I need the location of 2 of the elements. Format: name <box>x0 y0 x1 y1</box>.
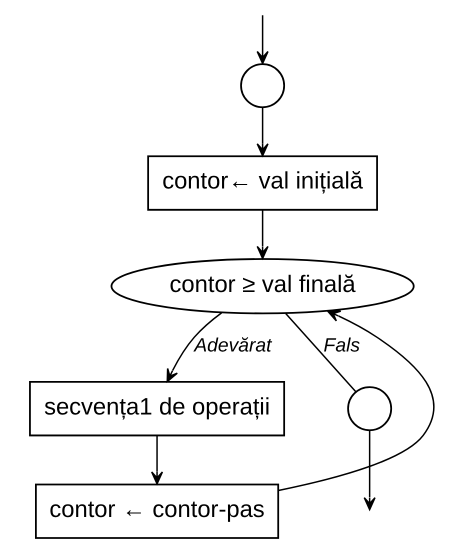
edge-label: Adevărat <box>194 335 272 356</box>
edge-label: Fals <box>323 335 360 356</box>
